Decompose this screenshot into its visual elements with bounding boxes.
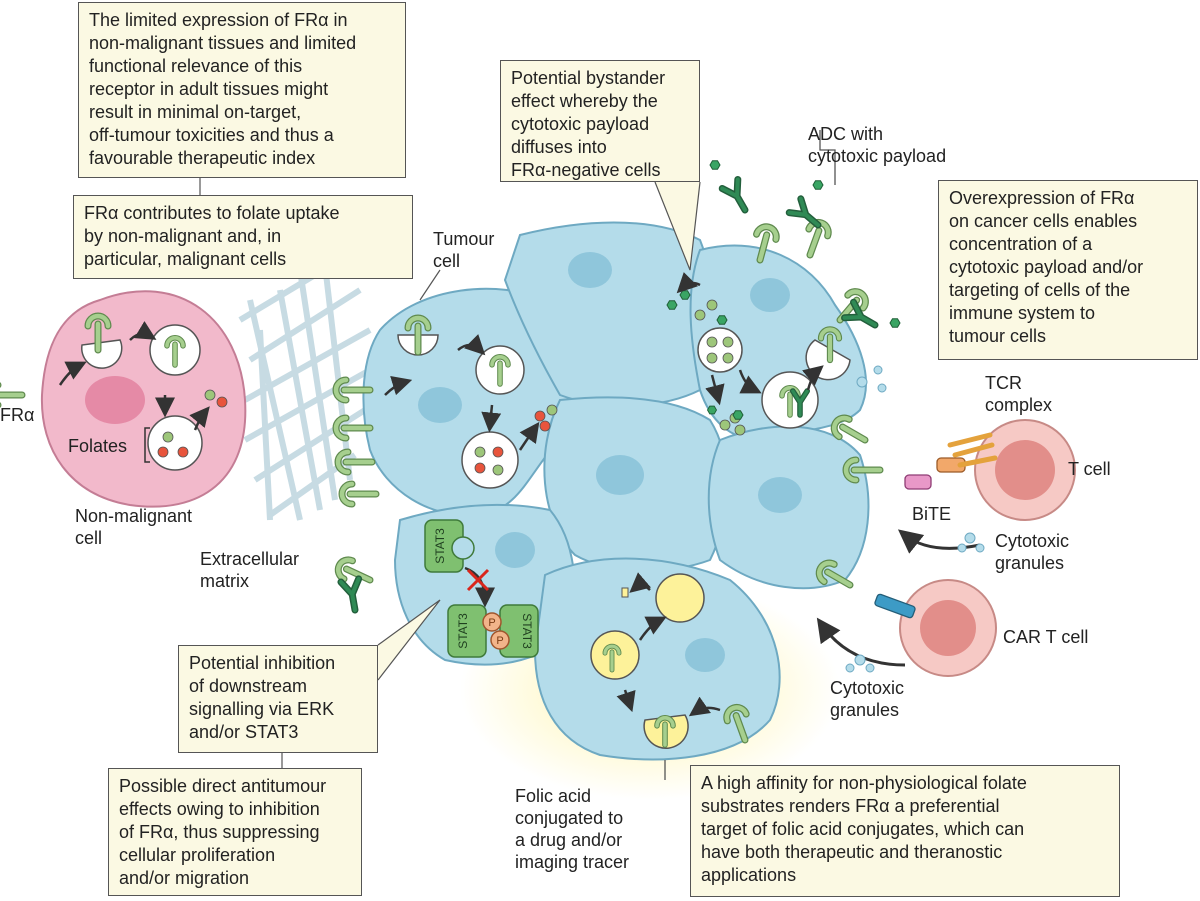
text-line: Non-malignant [75, 506, 193, 526]
non-malignant-cell [0, 290, 247, 508]
t-cell-label: T cell [1068, 459, 1111, 479]
callout-overexpression: Overexpression of FRα on cancer cells ena… [938, 180, 1198, 360]
adc-pathway [666, 130, 901, 436]
text-line: FRα contributes to folate uptake [84, 203, 340, 223]
folic-acid-pathway [590, 572, 754, 780]
callout-inhibition: Potential inhibition of downstream signall… [178, 645, 378, 753]
text-line: cytotoxic payload [511, 114, 650, 134]
extracellular-matrix [238, 257, 372, 521]
phospho-label-1: P [488, 617, 495, 629]
phospho-label-2: P [496, 635, 503, 647]
text-line: cytotoxic payload [808, 146, 947, 166]
stat3-signalling [335, 519, 539, 658]
text-line: effects owing to inhibition [119, 799, 320, 819]
text-line: complex [985, 395, 1053, 415]
stat3-labels: STAT3 STAT3 STAT3 P P [433, 528, 534, 649]
stat3-label-left: STAT3 [456, 613, 470, 649]
text-line: tumour cells [949, 326, 1047, 346]
text-line: Folic acid [515, 786, 592, 806]
text-line: cell [433, 251, 461, 271]
callout-leaders [199, 178, 701, 768]
text-line: have both therapeutic and theranostic [701, 842, 1003, 862]
text-line: result in minimal on-target, [89, 102, 302, 122]
callout-expression: The limited expression of FRα in non-mali… [78, 2, 406, 178]
text-line: Tumour [433, 229, 495, 249]
fra-label: FRα [0, 405, 35, 425]
text-line: The limited expression of FRα in [89, 10, 348, 30]
text-line: and/or STAT3 [189, 722, 299, 742]
text-line: immune system to [949, 303, 1096, 323]
text-line: Extracellular [200, 549, 300, 569]
text-line: concentration of a [949, 234, 1093, 254]
stat3-label-right: STAT3 [520, 613, 534, 649]
text-line: Overexpression of FRα [949, 188, 1135, 208]
text-line: granules [830, 700, 900, 720]
text-line: receptor in adult tissues might [89, 79, 329, 99]
text-line: of downstream [189, 676, 308, 696]
text-line: signalling via ERK [189, 699, 335, 719]
text-line: cytotoxic payload and/or [949, 257, 1144, 277]
text-line: off-tumour toxicities and thus a [89, 125, 334, 145]
text-line: effect whereby the [511, 91, 658, 111]
text-line: ADC with [808, 124, 884, 144]
text-line: imaging tracer [515, 852, 630, 872]
text-line: Cytotoxic [830, 678, 905, 698]
car-t-cell-label: CAR T cell [1003, 627, 1089, 647]
callout-affinity: A high affinity for non-physiological fo… [690, 765, 1120, 897]
text-line: functional relevance of this [89, 56, 303, 76]
text-line: A high affinity for non-physiological fo… [701, 773, 1027, 793]
text-line: of FRα, thus suppressing [119, 822, 320, 842]
text-line: particular, malignant cells [84, 249, 287, 269]
tumour-nuclei [418, 252, 802, 672]
tumour-endocytosis [336, 318, 558, 504]
text-line: Cytotoxic [995, 531, 1070, 551]
text-line: granules [995, 553, 1065, 573]
text-line: and/or migration [119, 868, 250, 888]
text-line: substrates renders FRα a preferential [701, 796, 1000, 816]
text-line: FRα-negative cells [511, 160, 661, 180]
text-line: non-malignant tissues and limited [89, 33, 357, 53]
text-line: a drug and/or [515, 830, 623, 850]
text-line: Potential inhibition [189, 653, 336, 673]
text-line: Potential bystander [511, 68, 666, 88]
text-line: cellular proliferation [119, 845, 276, 865]
text-line: conjugated to [515, 808, 624, 828]
callout-bystander: Potential bystander effect whereby the cyt… [500, 60, 700, 182]
text-line: targeting of cells of the [949, 280, 1131, 300]
callout-antitumour: Possible direct antitumour effects owing … [108, 768, 362, 896]
text-line: matrix [200, 571, 249, 591]
text-line: favourable therapeutic index [89, 148, 316, 168]
bite-label: BiTE [912, 504, 952, 524]
callout-folate-uptake: FRα contributes to folate uptake by non-m… [73, 195, 413, 279]
folates-label: Folates [68, 436, 128, 456]
text-line: cell [75, 528, 103, 548]
text-line: Possible direct antitumour [119, 776, 327, 796]
text-line: by non-malignant and, in [84, 226, 282, 246]
text-line: target of folic acid conjugates, which c… [701, 819, 1025, 839]
stat3-label-top: STAT3 [433, 528, 447, 564]
text-line: TCR [985, 373, 1022, 393]
text-line: on cancer cells enables [949, 211, 1138, 231]
text-line: diffuses into [511, 137, 607, 157]
text-line: applications [701, 865, 797, 885]
t-cell-group [816, 414, 1076, 677]
